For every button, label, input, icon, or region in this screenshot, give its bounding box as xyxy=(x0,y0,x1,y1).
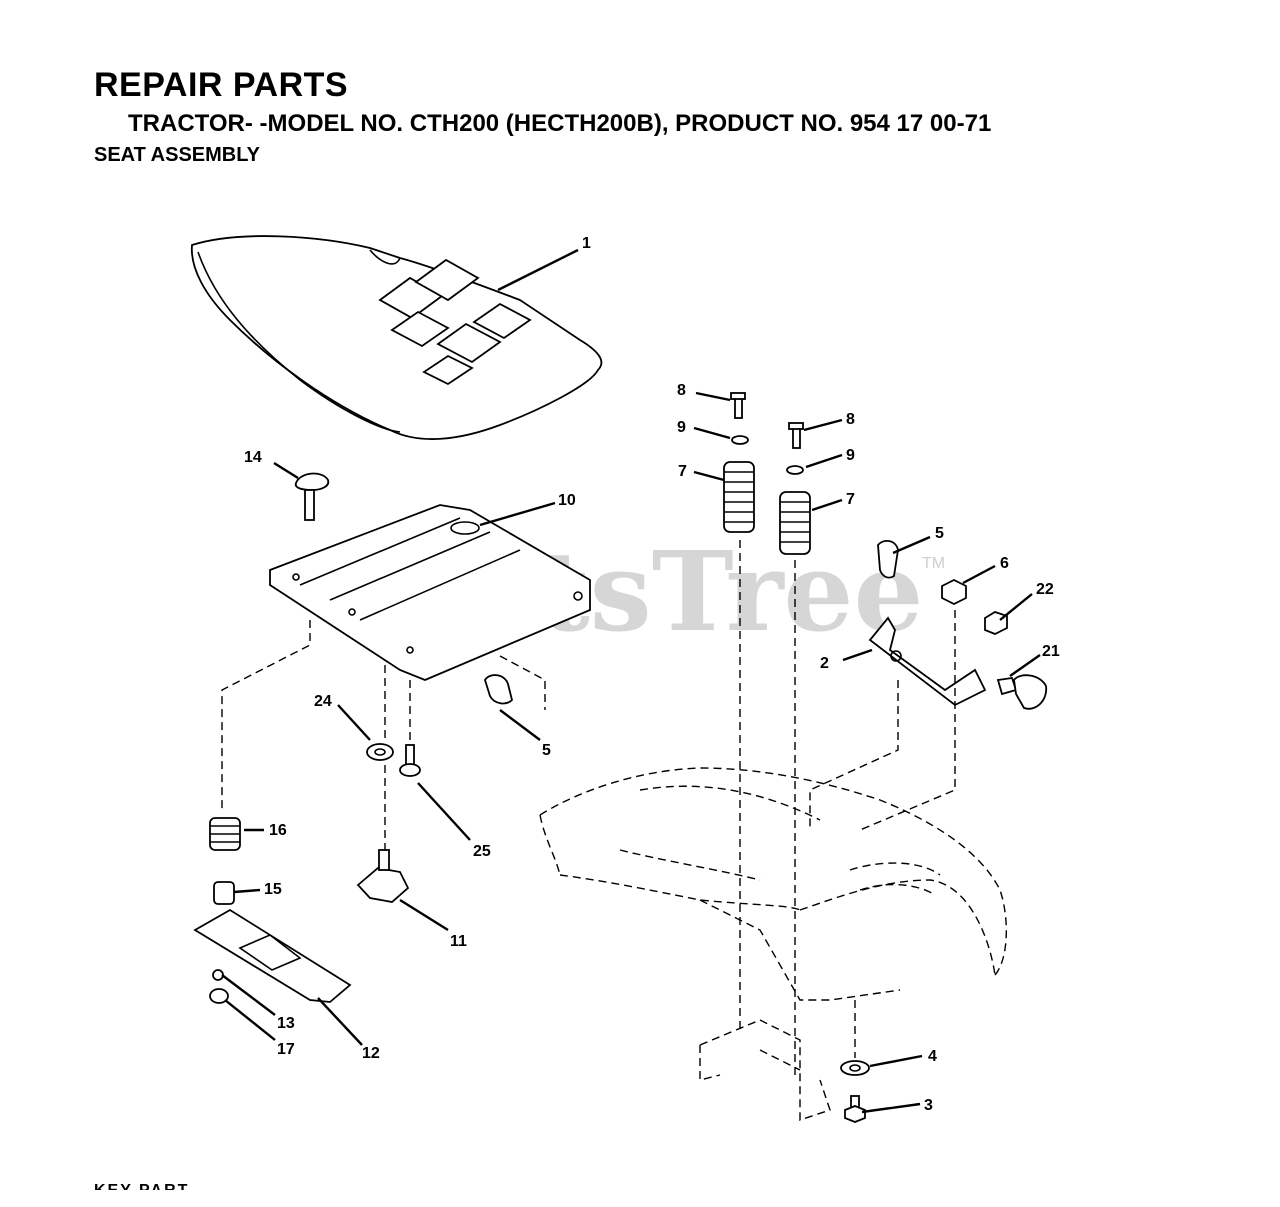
callout-8b: 8 xyxy=(846,411,855,428)
lower-spring-parts xyxy=(209,817,241,905)
seat-part xyxy=(191,235,603,440)
watermark-tm: TM xyxy=(922,555,945,572)
callout-16: 16 xyxy=(269,822,287,839)
callout-21: 21 xyxy=(1042,643,1060,660)
callout-2: 2 xyxy=(820,655,829,672)
callout-7a: 7 xyxy=(678,463,687,480)
callout-6: 6 xyxy=(1000,555,1009,572)
callout-9b: 9 xyxy=(846,447,855,464)
right-bracket-parts xyxy=(868,578,1048,710)
callout-15: 15 xyxy=(264,881,282,898)
callout-25: 25 xyxy=(473,843,491,860)
knob-part xyxy=(356,849,410,903)
callout-10: 10 xyxy=(558,492,576,509)
section-title: SEAT ASSEMBLY xyxy=(94,144,260,166)
callout-14: 14 xyxy=(244,449,262,466)
lower-washer-bolt xyxy=(840,1060,870,1123)
footer-cutoff-text: KEY PART xyxy=(94,1182,189,1190)
leader-lines xyxy=(221,248,1041,1114)
callout-8a: 8 xyxy=(677,382,686,399)
callout-17: 17 xyxy=(277,1041,295,1058)
callout-12: 12 xyxy=(362,1045,380,1062)
callout-5b: 5 xyxy=(542,742,551,759)
callout-11: 11 xyxy=(450,933,467,950)
page-title: REPAIR PARTS xyxy=(94,66,349,104)
callout-13: 13 xyxy=(277,1015,295,1032)
callout-4: 4 xyxy=(928,1048,937,1065)
fender-outline xyxy=(539,767,1008,1121)
assembly-lines xyxy=(221,540,956,1075)
callout-7b: 7 xyxy=(846,491,855,508)
washer-bolt-parts xyxy=(366,743,421,777)
callout-22: 22 xyxy=(1036,581,1054,598)
clip-parts xyxy=(484,539,899,705)
callout-labels: 1 14 10 8 9 7 8 9 7 5 6 22 2 21 24 5 25 … xyxy=(244,235,1060,1114)
callout-1: 1 xyxy=(582,235,591,252)
slide-bracket-part xyxy=(193,908,352,1004)
spring-parts xyxy=(723,392,811,555)
callout-3: 3 xyxy=(924,1097,933,1114)
callout-9a: 9 xyxy=(677,419,686,436)
callout-5a: 5 xyxy=(935,525,944,542)
seat-pan-part xyxy=(269,504,591,681)
callout-24: 24 xyxy=(314,693,332,710)
model-subtitle: TRACTOR- -MODEL NO. CTH200 (HECTH200B), … xyxy=(128,110,992,137)
carriage-bolt-part xyxy=(294,472,330,521)
